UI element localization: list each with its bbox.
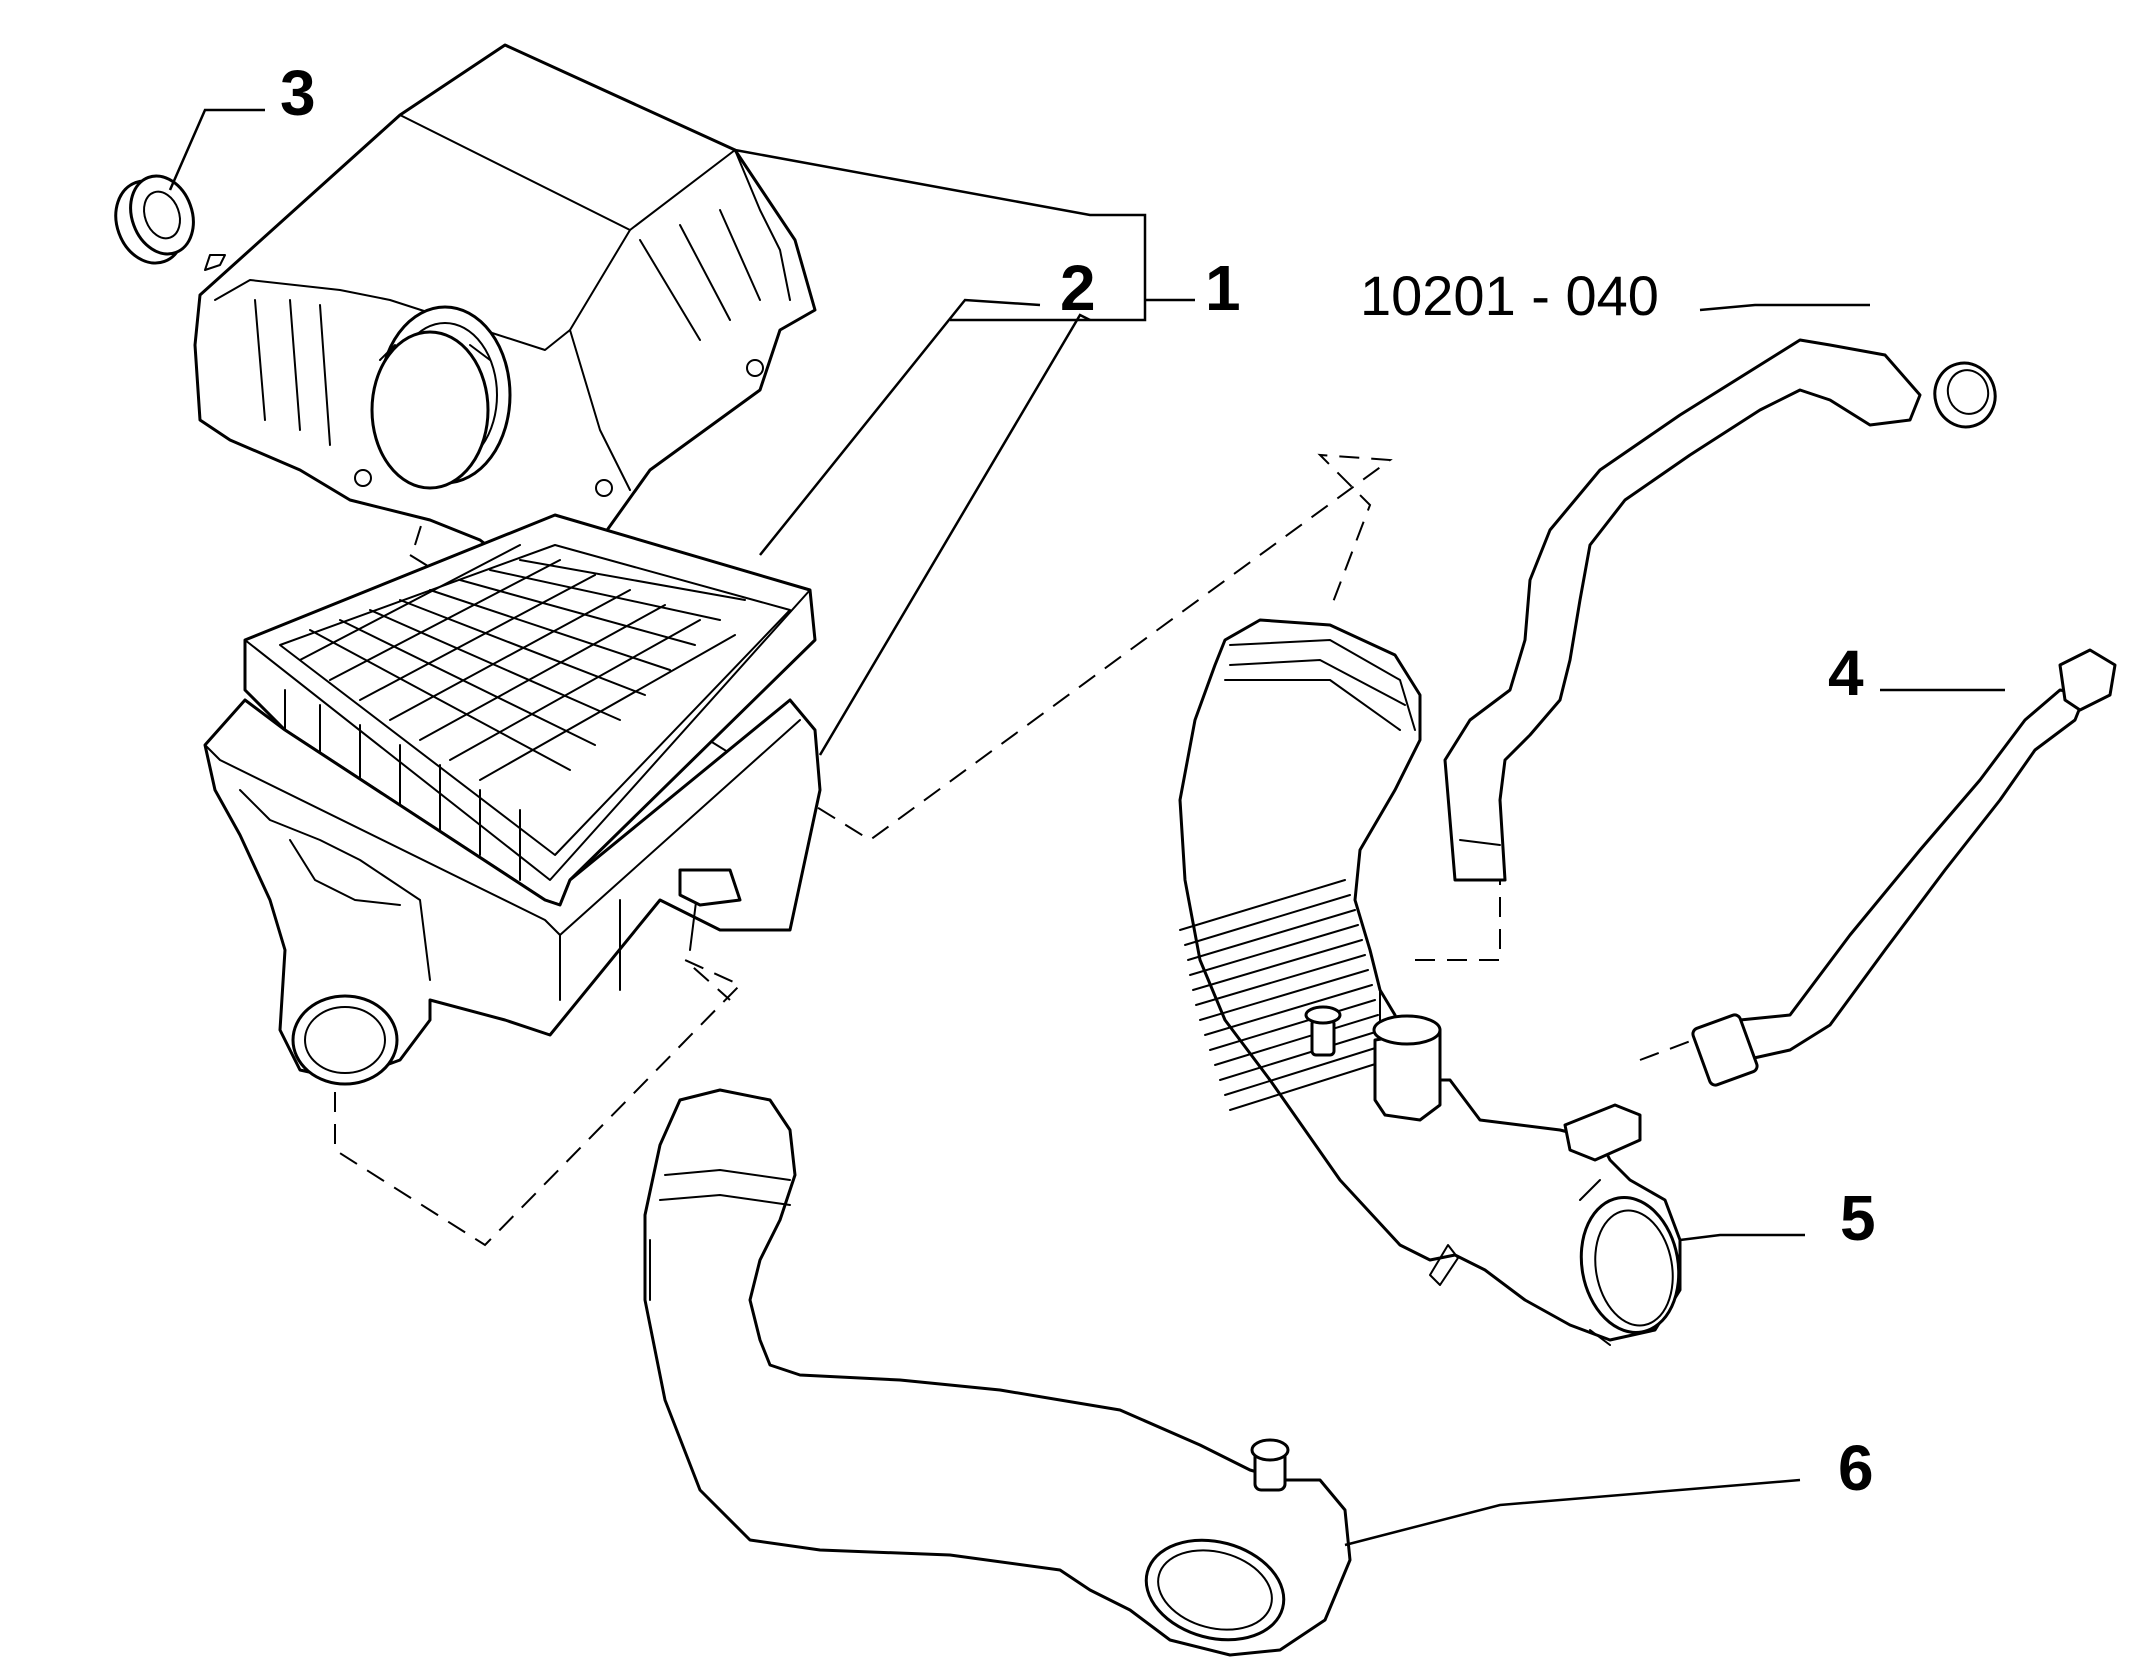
lower-duct-part-6 <box>643 1088 1352 1657</box>
air-filter-element <box>243 513 817 907</box>
small-hose-part-4 <box>1691 648 2117 1087</box>
callout-4: 4 <box>1828 637 1864 709</box>
callout-1: 1 <box>1205 252 1241 324</box>
leader-lines <box>168 108 2005 1547</box>
callout-2: 2 <box>1060 252 1096 324</box>
callout-5: 5 <box>1840 1182 1876 1254</box>
callout-6: 6 <box>1838 1432 1874 1504</box>
filter-pleats <box>299 544 746 781</box>
callout-3: 3 <box>280 57 316 129</box>
air-box-base <box>203 698 822 1086</box>
grommet-part-3 <box>114 174 195 265</box>
reference-number: 10201 - 040 <box>1360 264 1659 327</box>
intake-duct-part-5 <box>1178 618 1682 1346</box>
air-box-cover <box>193 43 817 577</box>
duct-bellows <box>1179 879 1389 1111</box>
breather-hose-ref <box>1443 338 1997 882</box>
